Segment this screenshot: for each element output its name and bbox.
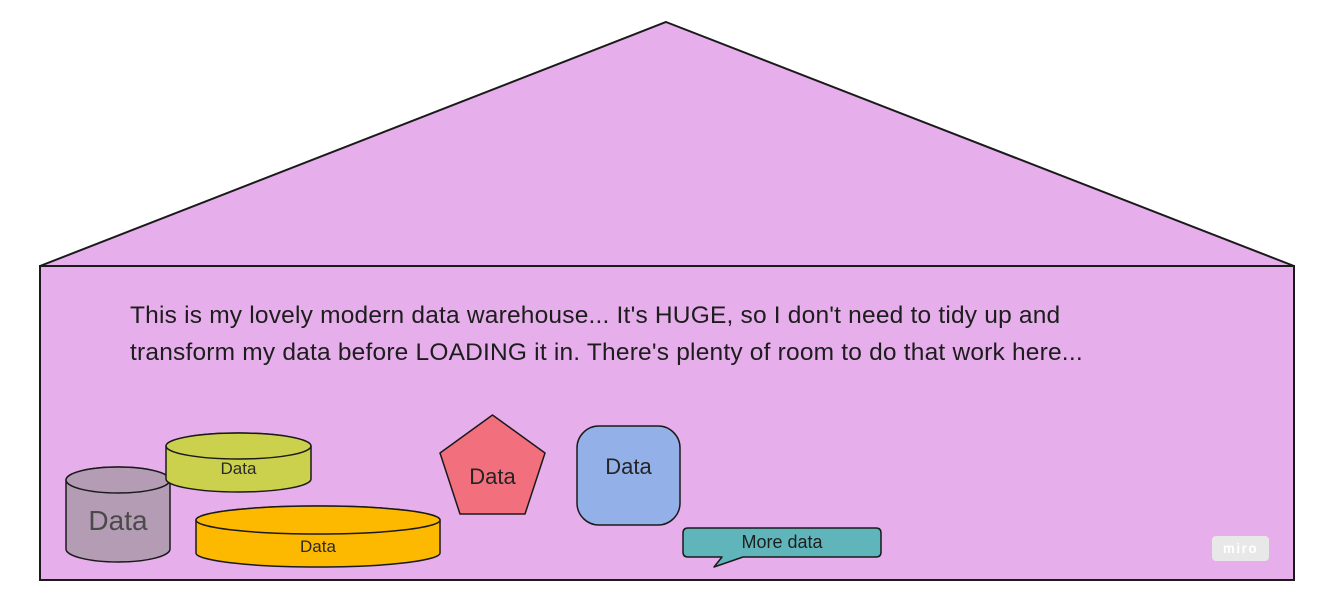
rounded-square-shape[interactable] (576, 425, 681, 526)
cylinder-top[interactable] (165, 432, 312, 460)
caption-text[interactable]: This is my lovely modern data warehouse.… (130, 297, 1250, 371)
pentagon-shape[interactable] (439, 414, 546, 515)
blue-rounded-square[interactable] (576, 425, 681, 526)
warehouse-roof[interactable] (39, 20, 1295, 267)
warehouse-body[interactable] (39, 265, 1295, 581)
miro-watermark-text: miro (1222, 541, 1259, 556)
olive-database-cylinder[interactable] (165, 432, 312, 493)
cylinder-top[interactable] (195, 505, 441, 535)
warehouse-house-shape[interactable] (39, 20, 1295, 581)
miro-watermark: miro (1212, 536, 1269, 561)
caption-line-2: transform my data before LOADING it in. … (130, 339, 1083, 366)
gold-database-cylinder[interactable] (195, 505, 441, 568)
cylinder-top[interactable] (65, 466, 171, 494)
red-pentagon[interactable] (439, 414, 546, 515)
speech-bubble-shape[interactable] (682, 527, 882, 568)
teal-speech-bubble[interactable] (682, 527, 882, 568)
caption-line-1: This is my lovely modern data warehouse.… (130, 302, 1061, 329)
mauve-database-cylinder[interactable] (65, 466, 171, 563)
